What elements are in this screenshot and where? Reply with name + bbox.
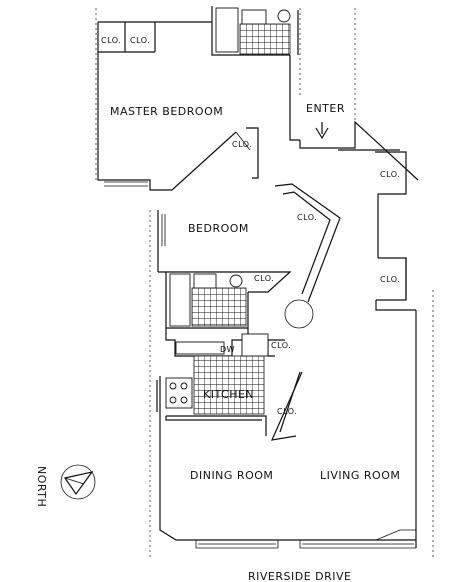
bathtub: [215, 7, 239, 53]
dining-room-label: DINING ROOM: [190, 469, 273, 482]
closet-label: CLO.: [254, 274, 274, 283]
walls: [97, 6, 419, 549]
dishwasher-label: DW: [220, 345, 235, 354]
master-bedroom-label: MASTER BEDROOM: [110, 105, 223, 118]
kitchen-tile-floor: [193, 355, 265, 415]
closet-label: CLO.: [130, 36, 150, 45]
north-label: NORTH: [35, 466, 48, 507]
kitchen-label: KITCHEN: [203, 388, 254, 401]
living-room-label: LIVING ROOM: [320, 469, 400, 482]
bath-tile-floor: [191, 287, 247, 327]
toilet-icon: [229, 274, 243, 288]
sink: [193, 273, 217, 289]
closet-label: CLO.: [101, 36, 121, 45]
closet-label: CLO.: [380, 275, 400, 284]
bath-tile-floor: [239, 23, 291, 55]
room-labels: MASTER BEDROOM BEDROOM KITCHEN DINING RO…: [110, 105, 400, 482]
street-label: RIVERSIDE DRIVE: [248, 570, 351, 582]
closet-label: CLO.: [380, 170, 400, 179]
closet-label: CLO.: [232, 140, 252, 149]
bedroom-label: BEDROOM: [188, 222, 249, 235]
closet-labels: CLO. CLO. CLO. CLO. CLO. CLO. CLO. CLO. …: [101, 36, 400, 416]
stove: [165, 377, 193, 409]
north-compass-icon: [60, 464, 96, 500]
enter-label: ENTER: [306, 102, 345, 115]
markers: ENTER NORTH RIVERSIDE DRIVE: [35, 102, 351, 582]
burner-icon: [169, 396, 177, 404]
entry-arrow-icon: [315, 122, 329, 140]
burner-icon: [180, 396, 188, 404]
refrigerator: [241, 333, 269, 357]
counter: [175, 341, 225, 355]
burner-icon: [180, 382, 188, 390]
vanity: [241, 9, 267, 25]
bathtub: [169, 273, 191, 327]
property-lines: [95, 8, 434, 560]
closet-label: CLO.: [271, 341, 291, 350]
closet-label: CLO.: [297, 213, 317, 222]
master-bathroom: [215, 7, 291, 55]
kitchen-fixtures: [165, 333, 269, 415]
burner-icon: [169, 382, 177, 390]
toilet-icon: [277, 9, 291, 23]
second-bathroom: [169, 273, 247, 327]
closet-label: CLO.: [277, 407, 297, 416]
